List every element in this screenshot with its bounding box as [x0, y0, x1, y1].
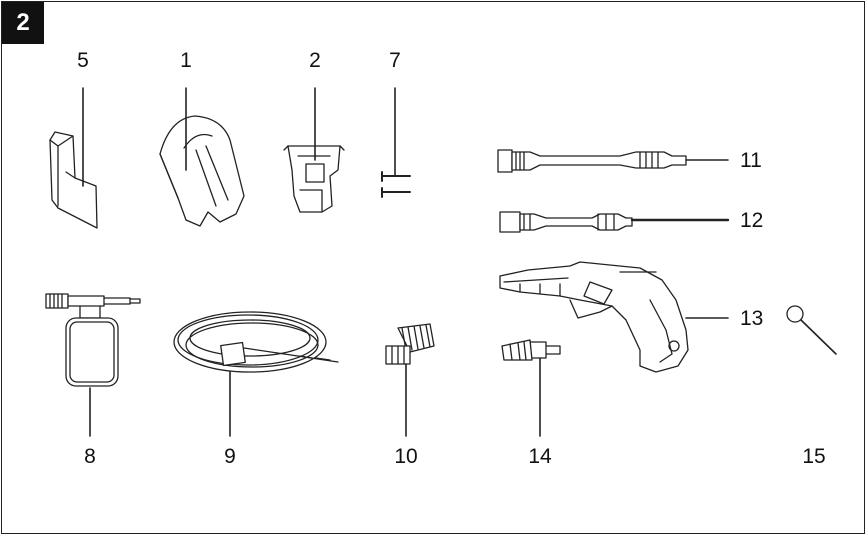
spray-gun-icon — [499, 261, 729, 373]
part-label-11: 11 — [740, 149, 762, 172]
part-label-10: 10 — [394, 445, 418, 468]
part-label-5: 5 — [77, 49, 89, 72]
lance-short-icon — [499, 211, 730, 233]
part-label-15: 15 — [802, 445, 826, 468]
part-label-1: 1 — [180, 49, 192, 72]
hose-guide-icon — [159, 87, 245, 227]
foam-bottle-icon — [45, 293, 141, 437]
screws-icon — [381, 87, 411, 198]
hose-coil-icon — [173, 311, 339, 437]
figure-number-badge: 2 — [2, 2, 44, 44]
part-label-13: 13 — [740, 307, 764, 330]
part-label-12: 12 — [740, 209, 764, 232]
lance-long-icon — [497, 149, 729, 173]
part-label-14: 14 — [528, 445, 552, 468]
cleaning-needle-icon — [786, 305, 837, 355]
nozzle-shield-icon — [49, 87, 98, 229]
part-label-9: 9 — [224, 445, 236, 468]
turbo-nozzle-icon — [501, 339, 561, 437]
part-label-8: 8 — [84, 445, 96, 468]
water-connector-icon — [385, 323, 435, 437]
part-label-2: 2 — [309, 49, 321, 72]
part-label-7: 7 — [389, 49, 401, 72]
wheel-holder-icon — [283, 87, 345, 213]
